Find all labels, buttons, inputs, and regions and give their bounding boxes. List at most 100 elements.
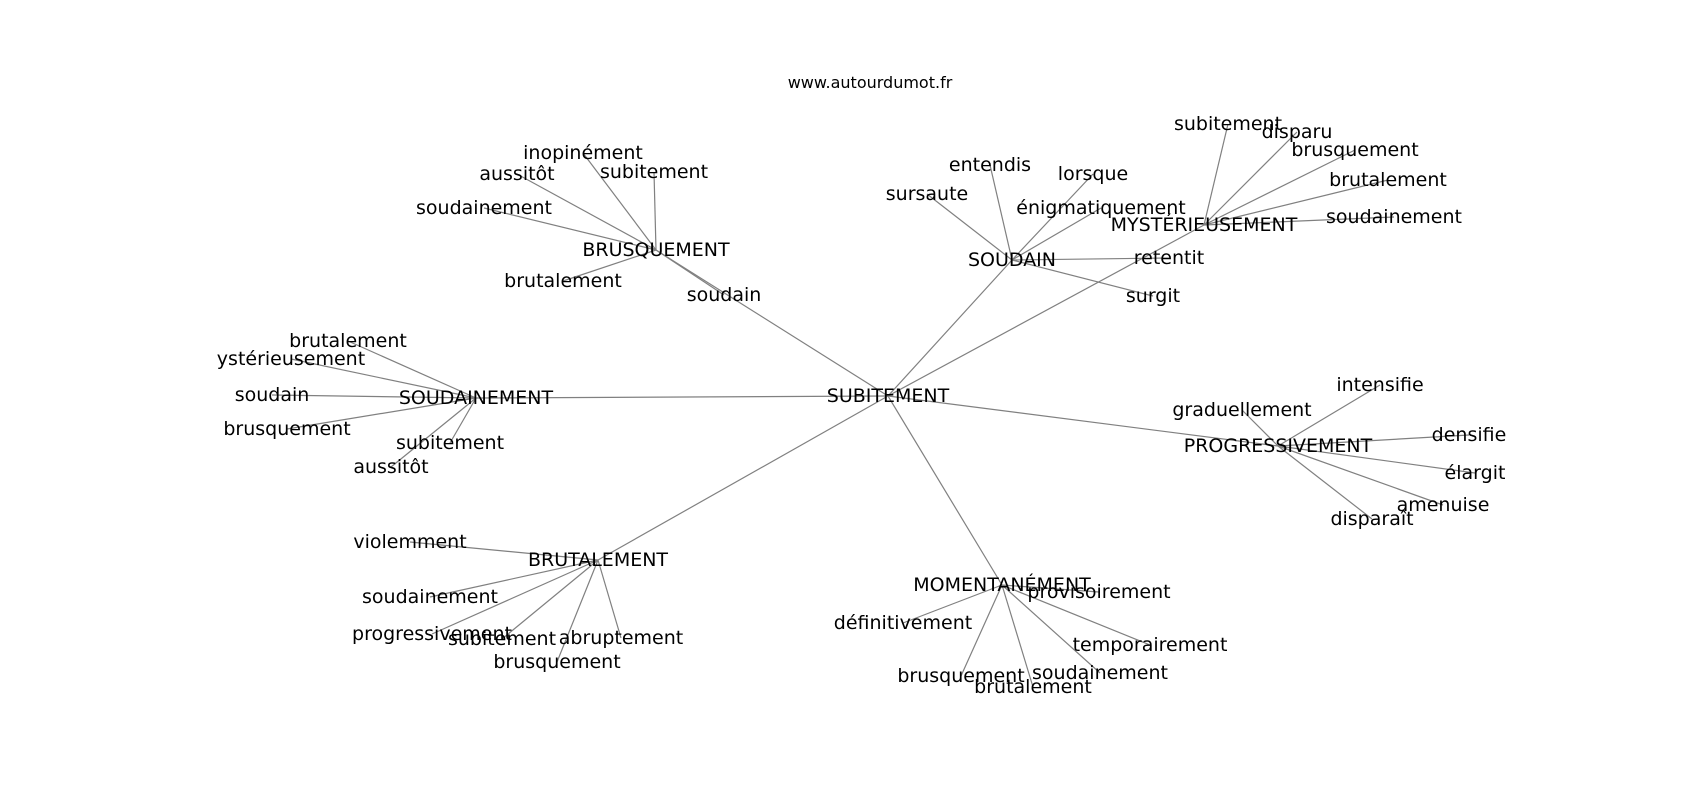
edge-brusquement-b4 xyxy=(483,207,657,251)
edge-mysterieusement-m3 xyxy=(1203,149,1356,226)
edge-mysterieusement-m5 xyxy=(1203,216,1395,226)
edge-momentanement-o3 xyxy=(1001,584,1151,646)
node-label-soudain: SOUDAIN xyxy=(968,249,1056,271)
edge-momentanement-o5 xyxy=(1001,584,1101,674)
edge-brusquement-b3 xyxy=(653,171,657,251)
edge-progressivement-p6 xyxy=(1277,445,1373,520)
node-label-d4: brusquement xyxy=(223,418,350,440)
edge-progressivement-p3 xyxy=(1277,434,1470,447)
node-label-d2: ystérieusement xyxy=(217,348,365,370)
node-label-brusquement: BRUSQUEMENT xyxy=(582,239,730,261)
node-label-b6: soudain xyxy=(687,284,762,306)
edge-momentanement-o2 xyxy=(902,584,1003,624)
edge-root-soudainement xyxy=(475,395,889,399)
node-label-b4: soudainement xyxy=(416,197,552,219)
node-label-s6: surgit xyxy=(1126,285,1180,307)
node-label-mysterieusement: MYSTÉRIEUSEMENT xyxy=(1111,213,1298,236)
node-label-s5: retentit xyxy=(1134,247,1204,269)
edge-progressivement-p5 xyxy=(1277,445,1444,506)
edge-brutalement-t1 xyxy=(409,541,599,561)
node-label-t6: brusquement xyxy=(493,651,620,673)
node-label-m2: disparu xyxy=(1262,121,1333,143)
edge-soudain-s3 xyxy=(926,193,1013,261)
node-label-p4: élargit xyxy=(1445,462,1506,484)
node-label-t4: subitement xyxy=(448,628,556,650)
node-label-b3: subitement xyxy=(600,161,708,183)
edge-brutalement-t5 xyxy=(597,559,622,639)
edge-momentanement-o4 xyxy=(960,584,1003,677)
node-label-t3: progressivement xyxy=(352,623,512,645)
node-label-p3: densifie xyxy=(1432,424,1507,446)
node-label-o2: définitivement xyxy=(834,612,972,634)
edge-root-brutalement xyxy=(597,395,889,561)
edge-soudainement-d2 xyxy=(290,358,477,399)
edge-momentanement-o6 xyxy=(1001,584,1034,688)
edge-brusquement-b2 xyxy=(516,173,657,251)
node-label-t5: abruptement xyxy=(559,627,683,649)
edge-root-progressivement xyxy=(887,395,1279,447)
node-label-m3: brusquement xyxy=(1291,139,1418,161)
edge-soudainement-d6 xyxy=(390,397,477,468)
node-label-p5: amenuise xyxy=(1397,494,1490,516)
edges-layer xyxy=(271,123,1476,688)
edge-brutalement-t2 xyxy=(429,559,599,598)
node-label-t1: violemment xyxy=(353,531,466,553)
edge-root-soudain xyxy=(887,259,1013,397)
edge-root-brusquement xyxy=(655,249,889,397)
node-label-s1: entendis xyxy=(949,154,1031,176)
edge-progressivement-p4 xyxy=(1277,445,1476,474)
edge-soudainement-d5 xyxy=(449,397,477,444)
edge-soudainement-d3 xyxy=(271,394,477,399)
edge-brusquement-b5 xyxy=(562,249,657,282)
edge-progressivement-p2 xyxy=(1241,409,1279,447)
node-label-progressivement: PROGRESSIVEMENT xyxy=(1184,435,1373,457)
node-label-o5: soudainement xyxy=(1032,662,1168,684)
node-label-t2: soudainement xyxy=(362,586,498,608)
edge-soudain-s6 xyxy=(1011,259,1154,297)
node-label-p6: disparaît xyxy=(1330,508,1413,530)
edge-mysterieusement-m1 xyxy=(1203,123,1229,226)
site-label: www.autourdumot.fr xyxy=(788,73,953,92)
node-label-m1: subitement xyxy=(1174,113,1282,135)
edge-mysterieusement-m4 xyxy=(1203,179,1389,226)
node-label-o6: brutalement xyxy=(974,676,1092,698)
node-label-o1: provisoirement xyxy=(1027,581,1170,603)
node-label-m4: brutalement xyxy=(1329,169,1447,191)
node-label-brutalement: BRUTALEMENT xyxy=(528,549,668,571)
edge-soudain-s4 xyxy=(1011,207,1102,261)
node-label-root: SUBITEMENT xyxy=(827,385,950,407)
edge-mysterieusement-m2 xyxy=(1203,131,1298,226)
node-label-b5: brutalement xyxy=(504,270,622,292)
edge-soudainement-d1 xyxy=(347,340,477,399)
edge-soudain-s2 xyxy=(1011,173,1094,261)
node-label-o3: temporairement xyxy=(1073,634,1228,656)
node-label-s3: sursaute xyxy=(886,183,968,205)
node-label-momentanement: MOMENTANÉMENT xyxy=(913,573,1091,596)
edge-progressivement-p1 xyxy=(1277,384,1381,447)
node-label-s4: énigmatiquement xyxy=(1016,197,1185,219)
edge-brutalement-t3 xyxy=(431,559,599,635)
node-label-soudainement: SOUDAINEMENT xyxy=(399,387,554,409)
node-label-o4: brusquement xyxy=(897,665,1024,687)
node-label-p2: graduellement xyxy=(1172,399,1311,421)
labels-layer: SUBITEMENT BRUSQUEMENT SOUDAIN MYSTÉRIEUSEM… xyxy=(217,113,1507,698)
node-label-d3: soudain xyxy=(235,384,310,406)
edge-brusquement-b6 xyxy=(655,249,725,296)
edge-brutalement-t4 xyxy=(501,559,599,640)
edge-soudain-s5 xyxy=(1011,257,1170,261)
node-label-d5: subitement xyxy=(396,432,504,454)
edge-brutalement-t6 xyxy=(556,559,599,663)
edge-soudain-s1 xyxy=(989,164,1013,261)
node-label-m5: soudainement xyxy=(1326,206,1462,228)
edge-brusquement-b1 xyxy=(582,152,657,251)
edge-soudainement-d4 xyxy=(286,397,477,430)
node-label-b2: aussitôt xyxy=(479,163,554,185)
node-label-b1: inopinément xyxy=(523,142,643,164)
node-label-p1: intensifie xyxy=(1336,374,1423,396)
node-label-s2: lorsque xyxy=(1058,163,1128,185)
node-label-d6: aussitôt xyxy=(353,456,428,478)
edge-root-momentanement xyxy=(887,395,1003,586)
edge-momentanement-o1 xyxy=(1001,584,1100,593)
node-label-d1: brutalement xyxy=(289,330,407,352)
